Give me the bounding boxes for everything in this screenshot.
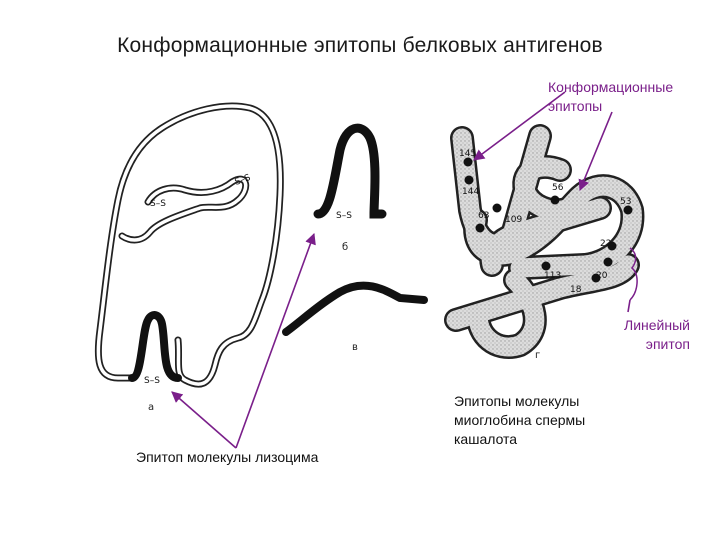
linear-peptide: в xyxy=(286,286,424,353)
myoglobin-model: 145 144 63 109 56 53 22 113 18 20 г xyxy=(456,136,633,361)
svg-text:56: 56 xyxy=(552,183,564,193)
lysozyme-epitope-loop xyxy=(132,315,178,378)
subfig-label-d: г xyxy=(535,350,540,361)
disulfide-label: S–S xyxy=(234,173,253,188)
disulfide-label: S–S xyxy=(150,199,166,209)
svg-text:113: 113 xyxy=(544,271,561,281)
disulfide-label: S–S xyxy=(144,376,160,386)
svg-text:20: 20 xyxy=(596,271,608,281)
subfig-label-c: в xyxy=(352,342,358,353)
svg-text:109: 109 xyxy=(505,215,522,225)
svg-text:53: 53 xyxy=(620,197,631,207)
subfig-label-a: а xyxy=(148,402,154,413)
svg-text:63: 63 xyxy=(478,211,489,221)
svg-text:18: 18 xyxy=(570,285,582,295)
lysozyme-epitope-caption: Эпитоп молекулы лизоцима xyxy=(136,448,318,467)
svg-text:145: 145 xyxy=(459,149,476,159)
subfig-label-b: б xyxy=(342,242,348,253)
linear-epitope-label: Линейный эпитоп xyxy=(624,316,690,354)
disulfide-label: S–S xyxy=(336,211,352,221)
svg-text:22: 22 xyxy=(600,239,611,249)
svg-text:144: 144 xyxy=(462,187,479,197)
conformational-epitopes-label: Конформационные эпитопы xyxy=(548,78,673,116)
myoglobin-epitopes-caption: Эпитопы молекулы миоглобина спермы кашал… xyxy=(454,392,585,449)
lysozyme-chain xyxy=(98,106,280,384)
isolated-loop: S–S б xyxy=(318,128,382,253)
